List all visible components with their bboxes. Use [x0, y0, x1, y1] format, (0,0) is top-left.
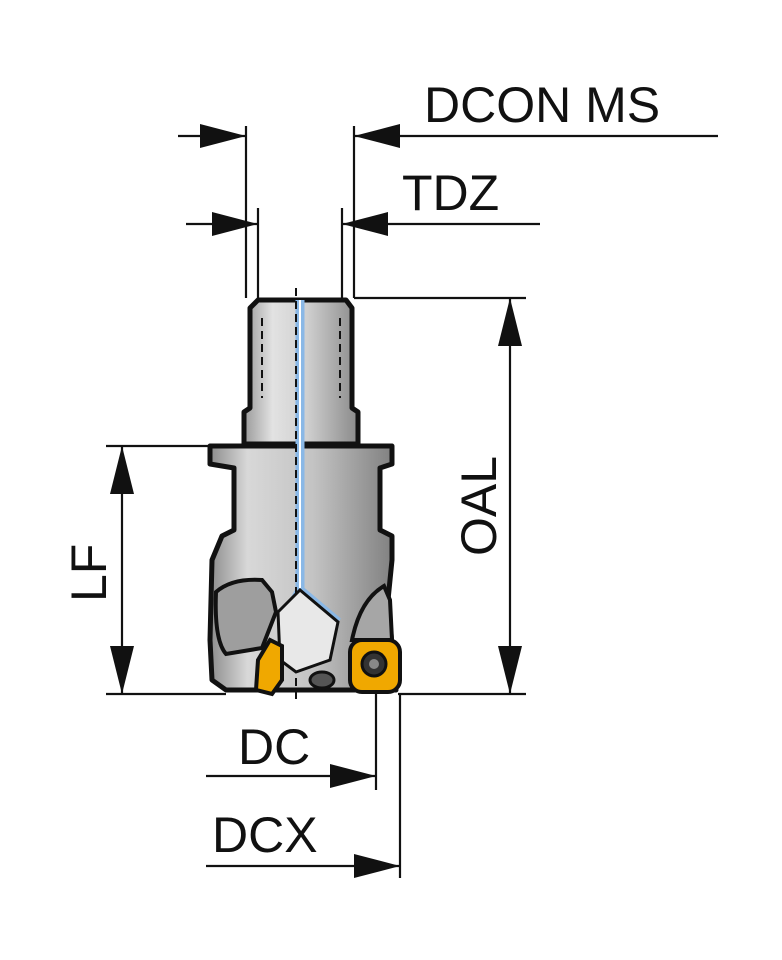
screw-hole: [308, 670, 336, 690]
label-dcx: DCX: [212, 807, 318, 863]
chip-pocket-left: [213, 577, 279, 657]
tool-body: [207, 288, 399, 700]
label-dcon-ms: DCON MS: [424, 77, 660, 133]
insert-right: [348, 638, 402, 694]
insert-left: [253, 637, 284, 697]
label-lf: LF: [61, 544, 117, 602]
label-oal: OAL: [451, 456, 507, 556]
label-tdz: TDZ: [402, 165, 499, 221]
label-dc: DC: [238, 719, 310, 775]
chip-pocket-right: [349, 583, 395, 642]
dimension-lines: [106, 124, 718, 878]
